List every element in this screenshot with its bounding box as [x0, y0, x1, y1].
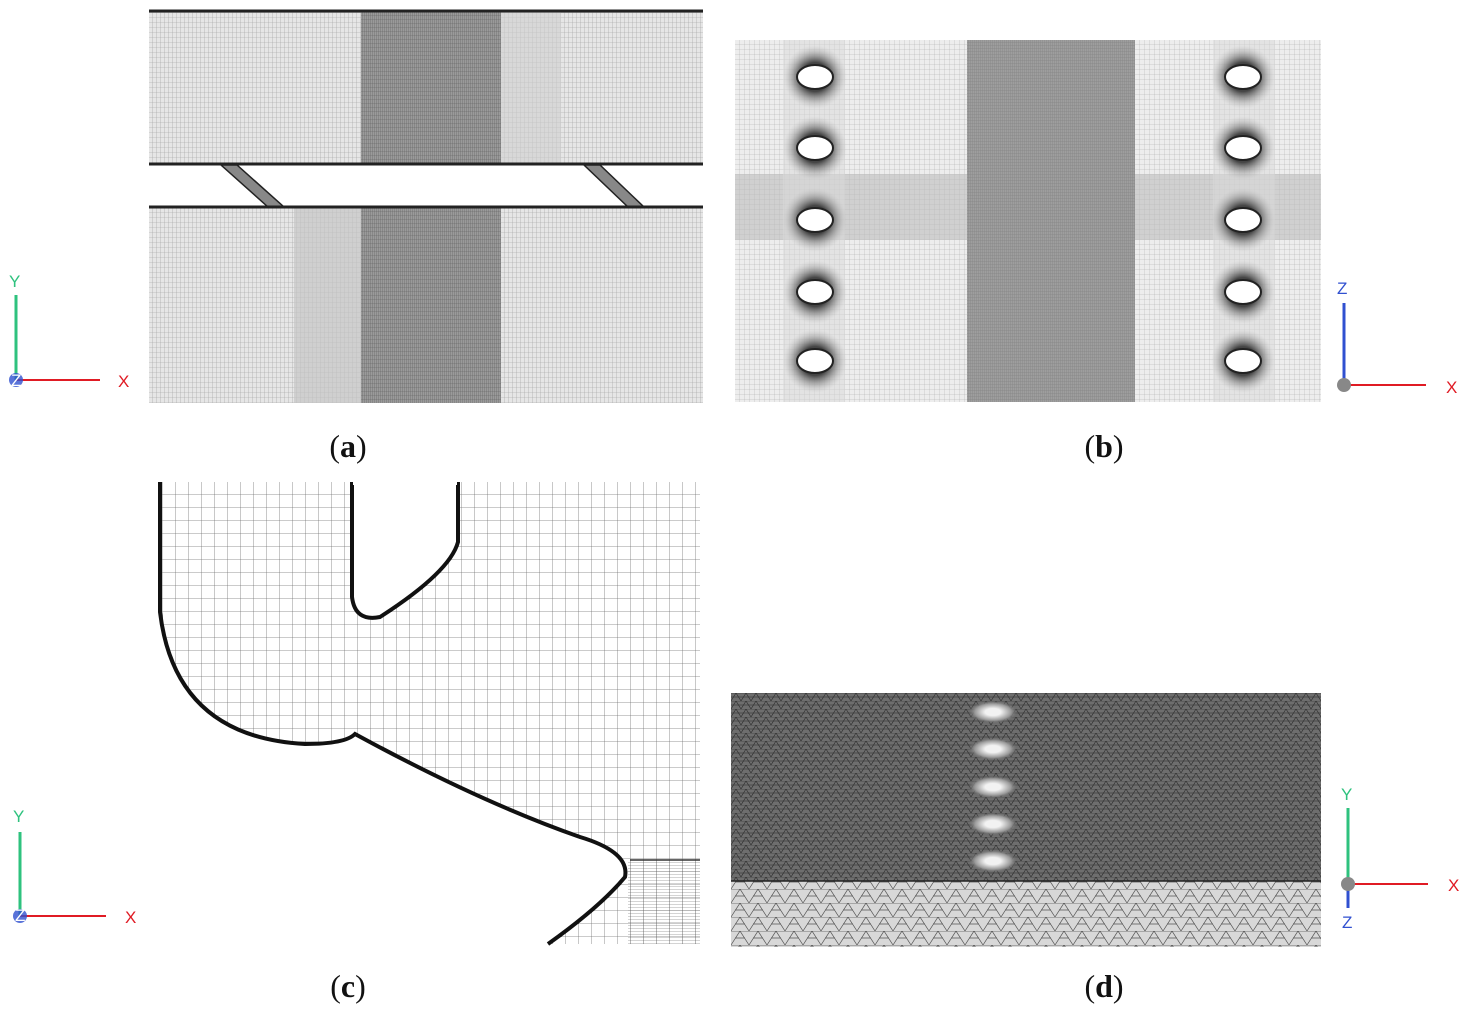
origin-dot-d: [1341, 877, 1355, 891]
panel-b-mesh-view: [735, 40, 1321, 402]
z-label-b: Z: [1337, 279, 1347, 298]
caption-d: (d): [1044, 968, 1164, 1005]
z-label-a: Z: [11, 371, 21, 390]
panel-c-mesh: [150, 482, 705, 947]
caption-a-open: (: [329, 428, 340, 464]
y-label-c: Y: [13, 807, 24, 826]
panel-c-mesh-view: [158, 482, 700, 946]
caption-b: (b): [1044, 428, 1164, 465]
origin-dot-c: [13, 909, 27, 923]
z-label-d: Z: [1342, 913, 1352, 932]
origin-dot-b: [1337, 378, 1351, 392]
x-label-b: X: [1446, 378, 1457, 397]
y-label-a: Y: [9, 272, 20, 291]
panel-d-mesh-view: [731, 693, 1321, 947]
film-holes-d: [967, 700, 1019, 873]
panel-a-mesh-view: [149, 9, 703, 403]
caption-b-letter: b: [1095, 428, 1113, 464]
y-label-d: Y: [1341, 785, 1352, 804]
panel-b-mesh: [735, 40, 1321, 402]
caption-d-open: (: [1084, 968, 1096, 1004]
axis-triad-a: Y X Z: [0, 265, 140, 395]
film-holes-right: [1211, 45, 1275, 393]
panel-d-mesh: [731, 693, 1323, 949]
caption-b-close: ): [1112, 428, 1124, 464]
panel-a-mesh: [149, 8, 703, 404]
film-holes-left: [783, 45, 847, 393]
x-label-a: X: [118, 372, 129, 391]
caption-d-close: ): [1112, 968, 1124, 1004]
axis-triad-c: Y X Z: [0, 800, 150, 930]
caption-a-close: ): [356, 428, 367, 464]
caption-c-letter: c: [340, 968, 356, 1004]
caption-b-open: (: [1084, 428, 1096, 464]
caption-c: (c): [288, 968, 408, 1005]
caption-c-close: ): [355, 968, 366, 1004]
caption-d-letter: d: [1095, 968, 1113, 1004]
x-label-c: X: [125, 908, 136, 927]
caption-a: (a): [288, 428, 408, 465]
axis-triad-d: Y X Z: [1330, 780, 1470, 935]
origin-dot-a: [9, 373, 23, 387]
x-label-d: X: [1448, 876, 1459, 895]
caption-c-open: (: [330, 968, 341, 1004]
caption-a-letter: a: [340, 428, 356, 464]
z-label-c: Z: [15, 906, 25, 925]
axis-triad-b: Z X: [1330, 270, 1470, 400]
